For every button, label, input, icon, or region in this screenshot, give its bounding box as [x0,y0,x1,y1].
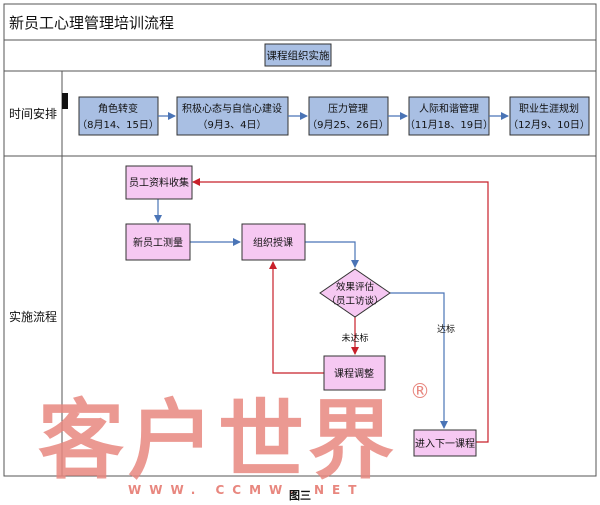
schedule-box-1 [78,96,159,136]
node-collect-label: 员工资料收集 [129,176,189,189]
header-box-label: 课程组织实施 [267,49,330,62]
schedule-box-5-date: （12月9、10日） [508,119,590,131]
node-test [125,223,191,261]
node-organize-label: 组织授课 [253,236,293,249]
watermark-text: 客户世界 [38,391,398,491]
section-label-process: 实施流程 [9,309,57,324]
schedule-box-5 [509,96,590,136]
node-collect [125,165,193,200]
schedule-box-2-date: （9月3、4日） [197,119,266,131]
label-pass: 达标 [437,323,455,335]
arrow-adjust-to-organize [269,261,324,374]
schedule-box-3 [308,96,389,136]
node-next [413,429,477,457]
node-evaluate-label-1: 效果评估 [336,281,375,293]
node-adjust-label: 课程调整 [334,367,374,380]
schedule-box-4-date: （11月18、19日） [405,119,493,131]
watermark: 客户世界 ® WWW. CCMW. NET [38,379,430,497]
node-organize [241,223,306,261]
arrow-organize-to-evaluate [305,241,359,268]
node-adjust [323,355,386,391]
schedule-box-3-date: （9月25、26日） [307,119,389,131]
schedule-box-1-title: 角色转变 [98,102,138,115]
diagram-title: 新员工心理管理培训流程 [9,14,174,32]
node-test-label: 新员工测量 [133,236,183,249]
watermark-url: WWW. CCMW. NET [128,483,364,497]
section-label-schedule: 时间安排 [9,106,57,121]
schedule-row: 角色转变 （8月14、15日） 积极心态与自信心建设 （9月3、4日） 压力管理… [77,96,590,136]
schedule-box-3-title: 压力管理 [328,102,368,115]
header-box [264,43,332,67]
node-evaluate-diamond [319,268,391,318]
node-evaluate-label-2: （员工访谈） [326,295,383,307]
schedule-box-1-date: （8月14、15日） [77,119,159,131]
schedule-box-4 [408,96,490,136]
schedule-box-2-title: 积极心态与自信心建设 [182,102,282,115]
schedule-box-5-title: 职业生涯规划 [519,102,579,115]
label-not-pass: 未达标 [341,332,368,344]
watermark-registered-mark: ® [410,379,430,403]
figure-caption: 图三 [289,489,311,502]
process-flow: 员工资料收集 新员工测量 组织授课 效果评估 （员工访谈） 未达标 达标 课程调… [125,165,489,457]
schedule-box-2 [176,96,289,136]
row-marker [62,93,68,109]
arrow-next-to-collect [192,178,489,443]
node-next-label: 进入下一课程 [415,438,475,450]
schedule-box-4-title: 人际和谐管理 [419,102,479,115]
arrow-evaluate-to-next [390,292,448,429]
